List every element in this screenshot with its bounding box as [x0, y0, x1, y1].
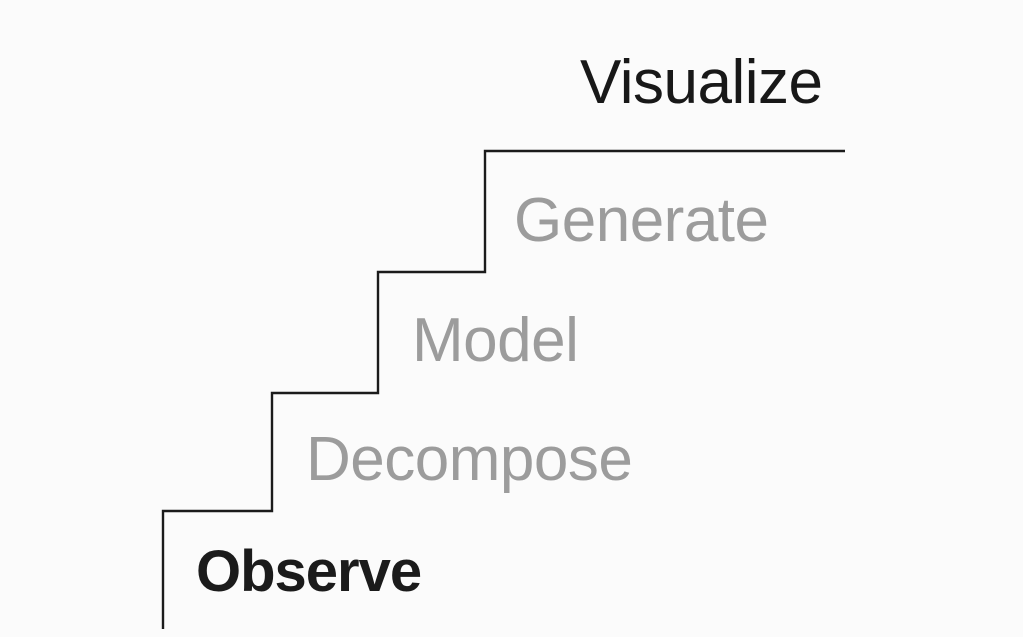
step-label-generate[interactable]: Generate — [514, 186, 769, 255]
staircase-polyline — [161, 149, 845, 629]
step-label-observe[interactable]: Observe — [196, 539, 422, 604]
step-label-decompose[interactable]: Decompose — [306, 425, 633, 494]
step-label-visualize[interactable]: Visualize — [580, 48, 823, 117]
step-label-model[interactable]: Model — [412, 306, 579, 375]
